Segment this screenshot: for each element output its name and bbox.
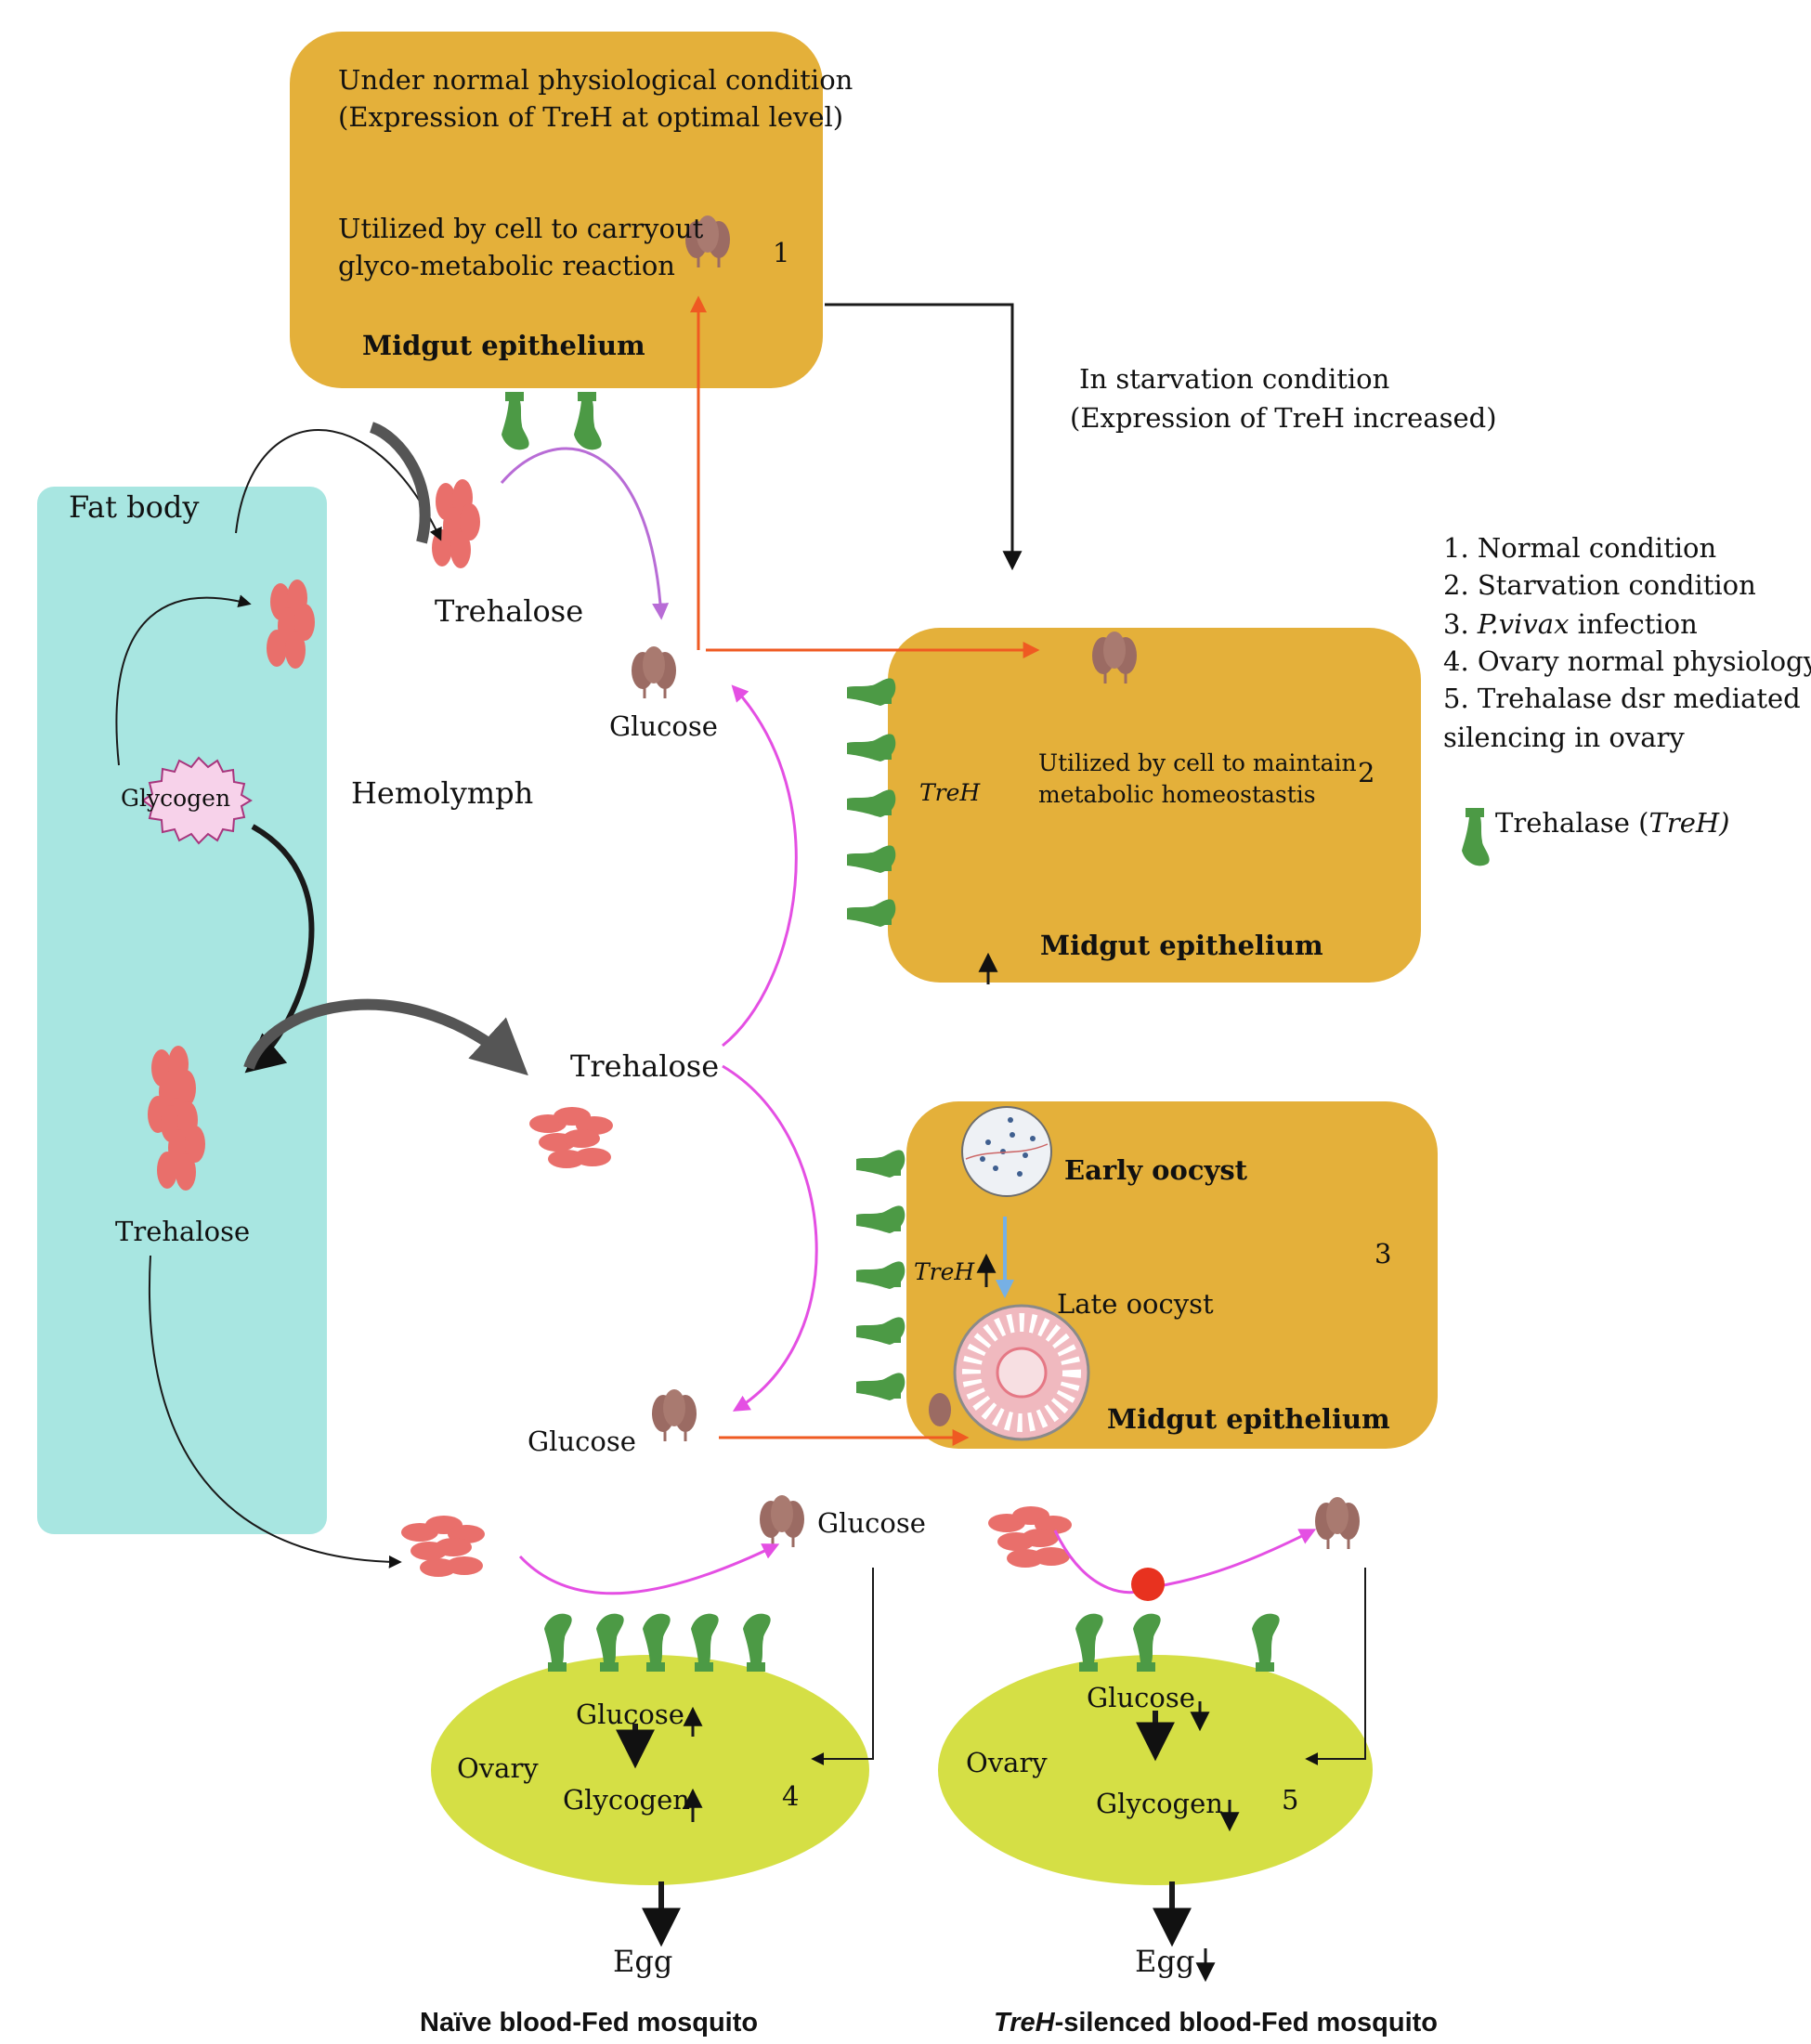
trehalose-cluster-top <box>432 479 480 568</box>
box3-early-oocyst: Early oocyst <box>1064 1154 1248 1186</box>
legend-trehalase: Trehalase (TreH) <box>1495 807 1730 839</box>
egg-left: Egg <box>613 1944 673 1979</box>
fat-body-label: Fat body <box>69 489 200 525</box>
glucose-top-label: Glucose <box>609 710 718 742</box>
legend-item-5-line2: silencing in ovary <box>1443 722 1685 753</box>
legend-item-5-line1: 5. Trehalase dsr mediated <box>1443 683 1801 714</box>
ovary-left-glucose: Glucose <box>576 1699 684 1730</box>
trehalose-mid-label: Trehalose <box>570 1048 720 1084</box>
box1-label: Midgut epithelium <box>362 330 645 361</box>
box3-label: Midgut epithelium <box>1107 1403 1390 1435</box>
ovary-left-label: Ovary <box>457 1752 539 1784</box>
glucose-cluster-mid <box>650 1387 698 1443</box>
ovary-left-glycogen: Glycogen <box>563 1784 690 1816</box>
box2-number: 2 <box>1358 757 1375 788</box>
legend-item-3: 3. P.vivax infection <box>1443 608 1698 640</box>
glucose-mid-label: Glucose <box>528 1426 636 1457</box>
box1-line2: (Expression of TreH at optimal level) <box>338 101 844 133</box>
legend-item-4: 4. Ovary normal physiology <box>1443 645 1811 677</box>
ovary-right-glycogen: Glycogen <box>1096 1788 1223 1819</box>
box1-number: 1 <box>773 237 790 268</box>
ovary-left-shape <box>431 1655 869 1885</box>
box1-line4: glyco-metabolic reaction <box>338 250 675 281</box>
fat-body-panel <box>37 487 327 1534</box>
silencing-inhibitor-dot <box>1131 1568 1165 1601</box>
trehalose-cluster-mid <box>529 1107 613 1168</box>
starvation-line2: (Expression of TreH increased) <box>1070 402 1497 434</box>
glucose-cluster-ovary-right <box>1313 1495 1362 1551</box>
box2-line2: metabolic homeostastis <box>1038 781 1316 808</box>
box1-line3: Utilized by cell to carryout <box>338 213 704 244</box>
box3-treh: TreH <box>914 1258 975 1285</box>
legend-trehalase-icon <box>1462 808 1490 866</box>
box2-line1: Utilized by cell to maintain <box>1038 749 1357 776</box>
glucose-cluster-top <box>630 644 678 700</box>
caption-naive: Naïve blood-Fed mosquito <box>420 2008 759 2037</box>
box2-label: Midgut epithelium <box>1040 930 1323 961</box>
glucose-ovary-left-label: Glucose <box>817 1507 926 1539</box>
ovary-right-shape <box>938 1655 1373 1885</box>
legend-item-1: 1. Normal condition <box>1443 532 1717 564</box>
ovary-left-number: 4 <box>782 1780 800 1812</box>
box2-treh: TreH <box>919 779 981 806</box>
midgut-epithelium-box-1 <box>290 32 823 388</box>
box1-line1: Under normal physiological condition <box>338 64 853 96</box>
trehalase-enzyme <box>502 392 529 450</box>
glucose-cluster-ovary-left <box>758 1493 806 1549</box>
glycogen-starburst <box>141 756 253 845</box>
trehalose-cluster-ovary-left <box>401 1516 485 1577</box>
legend-item-2: 2. Starvation condition <box>1443 569 1756 601</box>
box3-number: 3 <box>1375 1238 1392 1269</box>
starvation-line1: In starvation condition <box>1079 363 1390 395</box>
midgut-epithelium-box-2 <box>888 628 1421 983</box>
ovary-right-glucose: Glucose <box>1087 1682 1195 1713</box>
ovary-right-label: Ovary <box>966 1747 1048 1778</box>
glycogen-label: Glycogen <box>121 785 231 812</box>
trehalose-fat-label: Trehalose <box>115 1216 251 1247</box>
ovary-right-number: 5 <box>1282 1784 1299 1816</box>
box3-late-oocyst: Late oocyst <box>1057 1288 1214 1320</box>
egg-right: Egg <box>1135 1944 1195 1979</box>
caption-silenced: TreH-silenced blood-Fed mosquito <box>994 2008 1439 2037</box>
trehalose-top-label: Trehalose <box>435 593 584 629</box>
hemolymph-label: Hemolymph <box>351 775 534 811</box>
